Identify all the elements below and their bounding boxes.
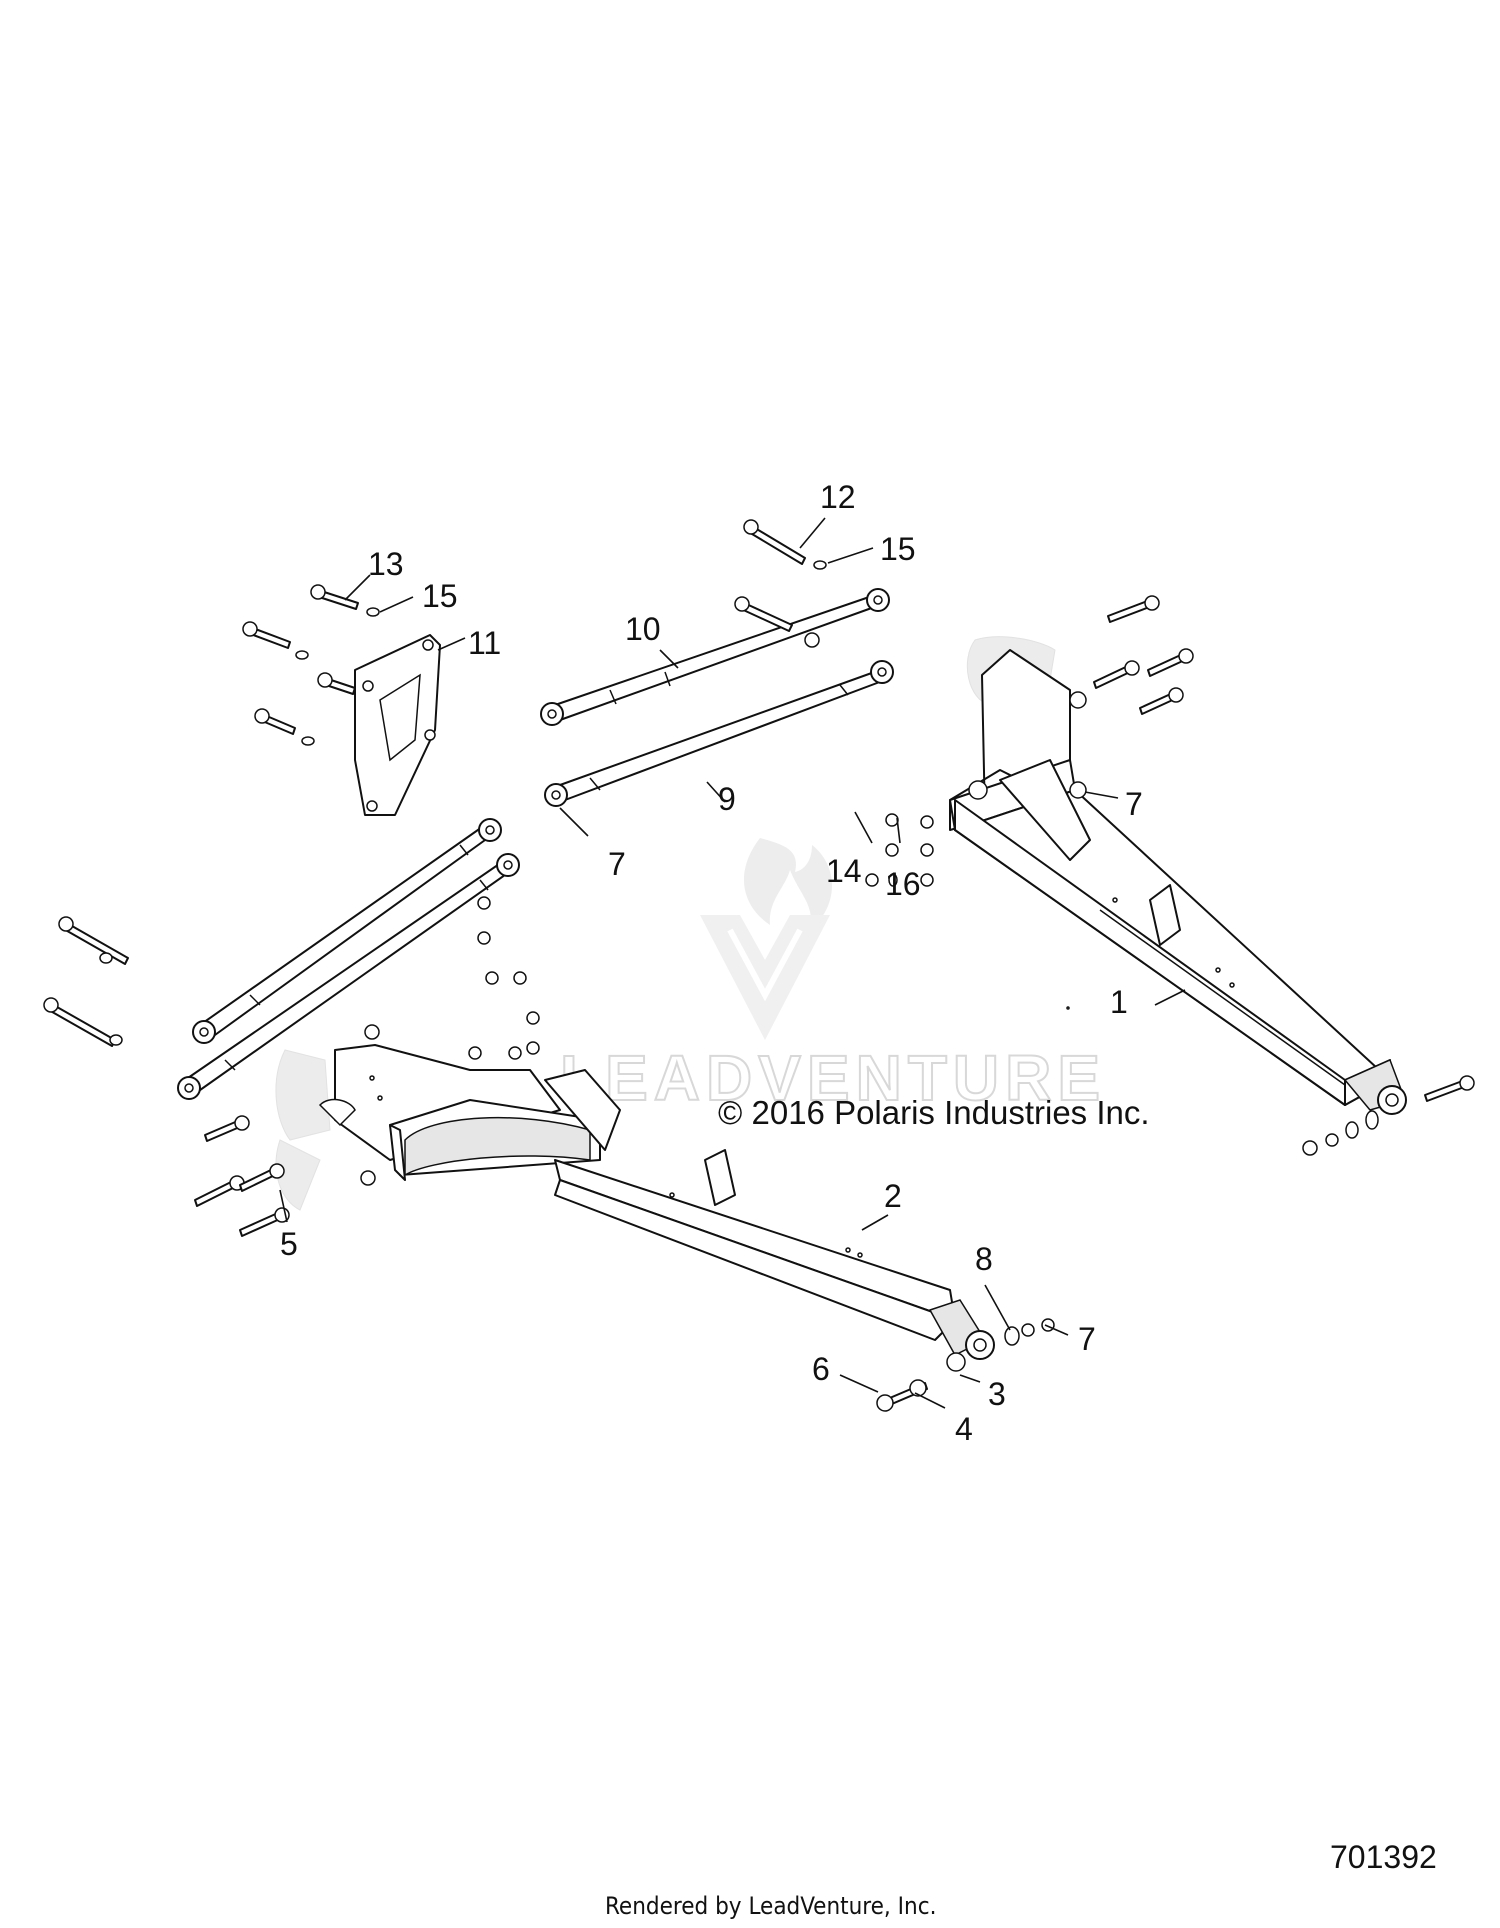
callout-8: 8	[975, 1241, 993, 1277]
copyright-notice: © 2016 Polaris Industries Inc.	[718, 1094, 1150, 1131]
callout-2: 2	[884, 1178, 902, 1214]
link-lower-left-a	[192, 818, 502, 1044]
watermark-text: LEADVENTURE	[560, 1042, 1106, 1114]
callout-15-right: 15	[880, 531, 916, 567]
link-9	[544, 660, 894, 807]
leader-5	[279, 1189, 288, 1223]
trailing-arm-right	[949, 636, 1407, 1115]
rendered-by-credit: Rendered by LeadVenture, Inc.	[605, 1892, 936, 1920]
callout-12: 12	[820, 479, 856, 515]
leader-11	[437, 637, 466, 651]
callout-4: 4	[955, 1411, 973, 1447]
callout-15-left: 15	[422, 578, 458, 614]
leader-7a	[1084, 791, 1119, 799]
leader-15b	[827, 547, 874, 564]
hardware-nuts	[360, 691, 1379, 1397]
hardware-bolts	[43, 519, 1475, 1412]
leader-15a	[379, 596, 414, 613]
callouts: 1 2 3 4 5 6 7 7 7 8 9 10 11 12 13 14 15 …	[280, 479, 1143, 1447]
leader-lines	[279, 517, 1186, 1409]
leader-6	[839, 1374, 879, 1393]
leader-4	[914, 1392, 946, 1409]
callout-3: 3	[988, 1376, 1006, 1412]
leader-12	[799, 517, 826, 549]
callout-16: 16	[885, 866, 921, 902]
callout-6: 6	[812, 1351, 830, 1387]
diagram-number: 701392	[1330, 1839, 1437, 1875]
leader-8	[984, 1284, 1011, 1331]
leader-7c	[1044, 1324, 1069, 1336]
link-lower-left-b	[177, 853, 520, 1100]
callout-9: 9	[718, 781, 736, 817]
leader-13	[344, 574, 371, 601]
leader-10	[659, 649, 679, 669]
callout-11: 11	[468, 625, 501, 661]
leader-9	[706, 781, 726, 803]
leader-16	[896, 817, 901, 844]
trailing-arm-left	[275, 1044, 995, 1360]
leader-7b	[559, 807, 589, 837]
leader-14	[854, 811, 873, 844]
bracket-11	[354, 634, 441, 816]
callout-14: 14	[826, 853, 862, 889]
callout-7-right-frame: 7	[1125, 786, 1143, 822]
callout-1: 1	[1110, 984, 1128, 1020]
link-10	[540, 588, 890, 726]
leader-2	[861, 1214, 889, 1231]
leader-1	[1154, 989, 1186, 1006]
callout-5: 5	[280, 1226, 298, 1262]
callout-10: 10	[625, 611, 661, 647]
callout-7-link: 7	[608, 846, 626, 882]
watermark-logo-icon	[700, 838, 832, 1040]
callout-7-end: 7	[1078, 1321, 1096, 1357]
callout-13: 13	[368, 546, 404, 582]
leader-3	[959, 1374, 981, 1383]
